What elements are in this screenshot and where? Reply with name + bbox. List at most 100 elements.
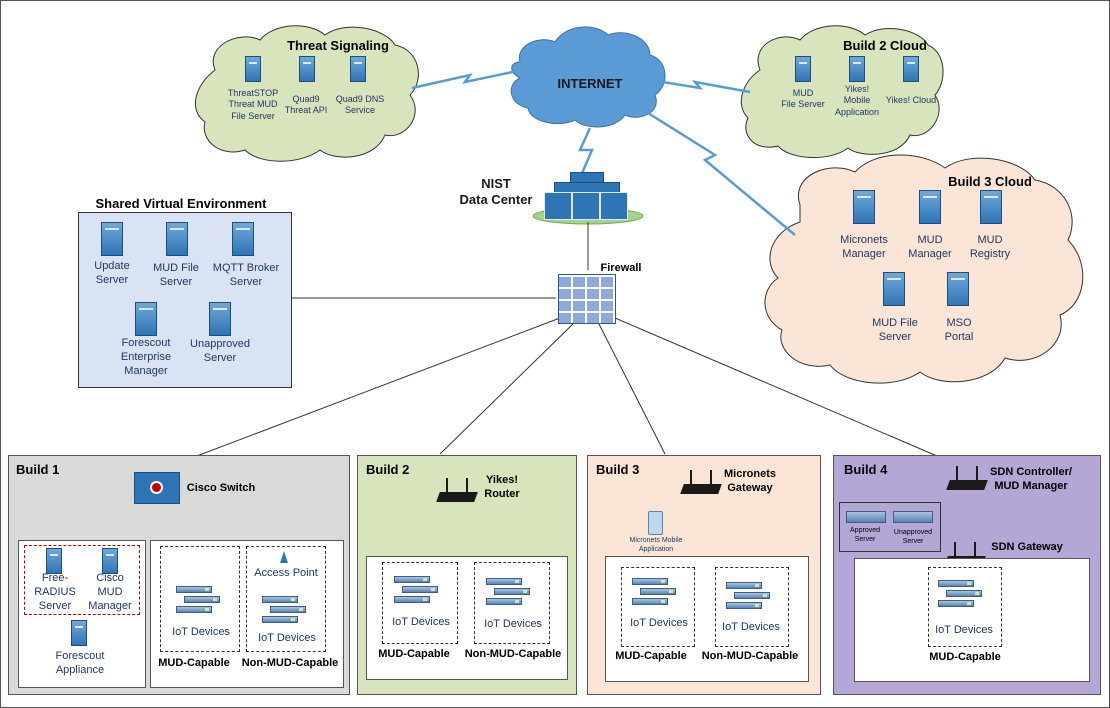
build4-mud-capable-label: MUD-Capable [929,651,1001,663]
mqtt-broker-label: MQTT Broker Server [212,262,280,288]
sdn-controller-label: SDN Controller/ MUD Manager [990,466,1072,492]
build2-mud-capable-label: MUD-Capable [378,648,450,660]
build3-iot2-label: IoT Devices [722,621,780,633]
build3-title: Build 3 [596,462,640,477]
build2-mud-group [382,562,458,644]
b3cloud-mud-manager-label: MUD Manager [908,234,952,260]
wire-firewall-build2 [439,321,576,455]
micronets-gateway-icon [680,468,722,494]
unapproved-server-icon [893,511,933,523]
build4-title: Build 4 [844,462,888,477]
firewall-label: Firewall [600,262,642,274]
server-icon [980,190,1002,224]
build3-mud-group [621,567,695,647]
internet-label: INTERNET [557,76,623,91]
build4-mud-group [928,567,1002,647]
server-icon [71,620,87,646]
server-icon [795,56,811,82]
build1-iot2-label: IoT Devices [258,632,316,644]
yikes-router-label: Yikes! Router [484,474,520,500]
iot-devices-icon [938,580,986,614]
build3-nonmud-group [715,567,789,647]
server-icon [299,56,315,82]
threatstop-label: ThreatSTOP Threat MUD File Server [227,88,279,121]
shared-mud-file-label: MUD File Server [153,262,199,288]
build1-right-box [150,540,344,688]
link-internet-datacenter [578,127,594,179]
quad9-dns-label: Quad9 DNS Service [335,94,385,116]
b2cloud-yikes-cloud-label: Yikes! Cloud [885,95,937,105]
yikes-router-icon [436,476,478,502]
server-icon [101,222,123,256]
forescout-appliance-label: Forescout Appliance [55,650,105,676]
b2cloud-yikes-app-label: Yikes! Mobile Application [834,84,880,117]
build2-cloud-title: Build 2 Cloud [843,38,927,53]
server-icon [232,222,254,256]
iot-devices-icon [632,578,680,612]
server-icon [947,272,969,306]
server-icon [883,272,905,306]
server-icon [853,190,875,224]
approved-server-icon [846,511,886,523]
server-icon [166,222,188,256]
iot-devices-icon [262,596,310,630]
iot-devices-icon [394,576,442,610]
server-icon [102,548,118,574]
link-internet-threat [411,68,523,90]
build3-mud-capable-label: MUD-Capable [615,650,687,662]
build1-mud-capable-label: MUD-Capable [158,657,230,669]
approved-server-label: Approved Server [850,527,880,543]
build3-non-mud-label: Non-MUD-Capable [701,650,799,662]
b2cloud-mud-label: MUD File Server [781,88,825,110]
datacenter-icon [544,172,630,220]
iot-devices-icon [486,578,534,612]
build2-iot2-label: IoT Devices [484,618,542,630]
access-point-icon [280,551,288,563]
firewall-icon [558,274,616,324]
build1-title: Build 1 [16,462,60,477]
build4-inner-box [854,558,1090,682]
threat-signaling-title: Threat Signaling [287,38,389,53]
build3-inner-box [605,556,809,682]
cisco-switch-icon [134,472,180,504]
forescout-em-label: Forescout Enterprise Manager [120,337,172,377]
cisco-mud-manager-label: Cisco MUD Manager [88,572,132,612]
micronets-manager-label: Micronets Manager [840,234,888,260]
server-icon [209,302,231,336]
mobile-phone-icon [648,511,663,535]
server-icon [135,302,157,336]
build2-cloud [740,25,944,158]
build1-non-mud-label: Non-MUD-Capable [241,657,339,669]
wire-firewall-build3 [597,321,666,455]
build1-nonmud-group [246,546,326,652]
micronets-mobile-app-label: Micronets Mobile Application [629,537,683,553]
iot-devices-icon [726,582,774,616]
unapproved-server-label: Unapproved Server [190,338,250,364]
sdn-gateway-icon [944,540,986,566]
server-icon [919,190,941,224]
access-point-label: Access Point [254,567,318,579]
server-icon [903,56,919,82]
wire-firewall-build1 [159,317,561,471]
update-server-label: Update Server [94,260,130,286]
build4-servers-box [839,502,941,552]
unapproved-server-label: Unapproved Server [893,529,933,545]
server-icon [849,56,865,82]
build4-iot-label: IoT Devices [935,624,993,636]
build2-nonmud-group [474,562,550,644]
build2-non-mud-label: Non-MUD-Capable [464,648,562,660]
build2-title: Build 2 [366,462,410,477]
quad9-threat-api-label: Quad9 Threat API [284,94,328,116]
build1-iot1-label: IoT Devices [172,626,230,638]
freeradius-label: Free- RADIUS Server [34,572,76,612]
iot-devices-icon [176,586,224,620]
datacenter-label: NIST Data Center [459,176,533,208]
wire-firewall-build4 [614,317,959,466]
b3cloud-mud-file-label: MUD File Server [872,317,918,343]
micronets-gateway-label: Micronets Gateway [724,468,776,494]
build1-server-group [24,545,140,615]
build3-cloud-title: Build 3 Cloud [948,174,1032,189]
internet-cloud [510,26,666,128]
sdn-controller-icon [946,464,988,490]
sdn-gateway-label: SDN Gateway [991,541,1063,553]
